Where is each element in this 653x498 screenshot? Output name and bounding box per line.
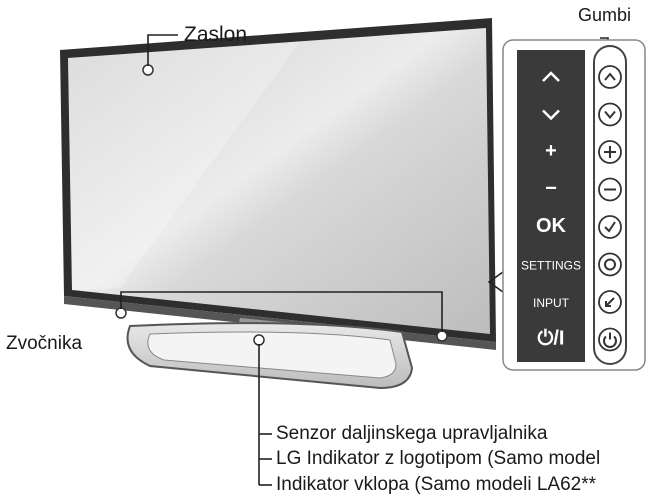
- power-indicator-label: Indikator vklopa (Samo modeli LA62**: [276, 474, 597, 495]
- panel-row-settings: SETTINGS: [521, 252, 622, 277]
- logo-indicator-label: LG Indikator z logotipom (Samo model: [276, 448, 601, 469]
- panel-row-chevron-up: [542, 65, 622, 89]
- plus-icon-glyph: [604, 146, 616, 158]
- settings-icon[interactable]: [598, 252, 622, 277]
- sensor-dot: [253, 334, 265, 346]
- chevron-down-icon[interactable]: [598, 102, 622, 127]
- speaker-right-dot: [436, 330, 448, 342]
- input-label: INPUT: [533, 296, 570, 310]
- speaker-left-dot: [115, 307, 127, 319]
- remote-sensor-label: Senzor daljinskega upravljalnika: [276, 423, 548, 444]
- panel-row-plus: +: [545, 140, 622, 164]
- tv-stand: [126, 318, 414, 390]
- power-label: ⏻/I: [538, 328, 565, 350]
- tv-frame: [60, 18, 496, 350]
- panel-row-input: INPUT: [533, 290, 622, 314]
- ok-icon-glyph: [604, 221, 616, 233]
- panel-row-ok: OK: [536, 215, 622, 239]
- chevron-down-icon-glyph: [604, 110, 616, 120]
- tv-screen: [68, 28, 490, 334]
- settings-label: SETTINGS: [521, 259, 581, 273]
- ok-label: OK: [536, 215, 567, 237]
- power-icon-glyph: [603, 332, 617, 348]
- button-panel: [502, 39, 646, 371]
- input-icon-glyph: [605, 297, 615, 307]
- screen-label: Zaslon: [184, 23, 248, 46]
- speakers-label: Zvočnika: [6, 333, 83, 354]
- button-label-strip: [517, 50, 585, 362]
- chevron-up-label: [542, 71, 560, 82]
- chevron-up-icon[interactable]: [598, 65, 622, 89]
- chevron-up-icon-glyph: [604, 72, 616, 81]
- screen-dot: [142, 64, 154, 76]
- minus-label: −: [545, 178, 557, 200]
- buttons-label: Gumbi: [578, 5, 632, 25]
- panel-row-power: ⏻/I: [538, 328, 622, 352]
- settings-icon-glyph: [604, 258, 616, 271]
- panel-row-minus: −: [545, 178, 622, 202]
- button-column: [593, 45, 627, 365]
- ok-icon[interactable]: [598, 215, 622, 239]
- plus-label: +: [545, 140, 557, 162]
- chevron-down-label: [542, 109, 560, 121]
- panel-row-chevron-down: [542, 102, 622, 127]
